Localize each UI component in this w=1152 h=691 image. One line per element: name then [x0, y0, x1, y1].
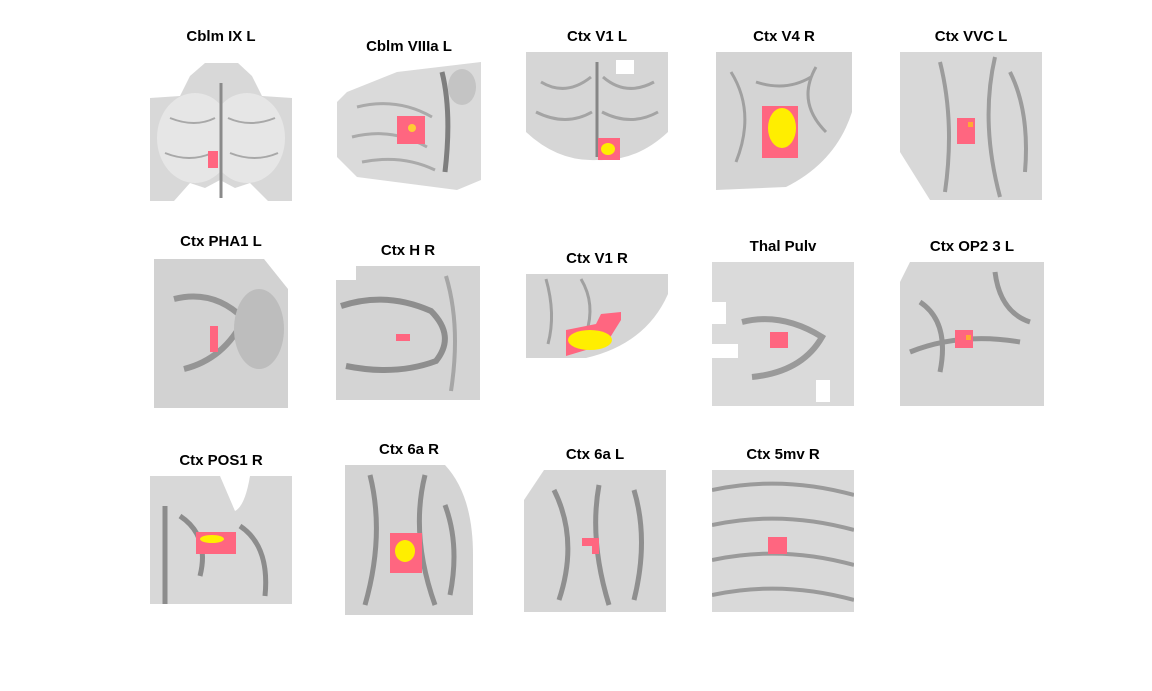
panel-title: Ctx POS1 R — [179, 452, 263, 469]
panel-title: Ctx H R — [380, 242, 436, 259]
brain-slice-image — [712, 470, 854, 612]
brain-slice-image — [526, 274, 668, 360]
panel-ctx-v4-r: Ctx V4 R — [716, 28, 852, 192]
panel-title: Thal Pulv — [749, 238, 817, 255]
activation-blob — [957, 118, 975, 144]
panel-thal-pulv: Thal Pulv — [712, 238, 854, 406]
brain-slice-image — [154, 259, 288, 408]
panel-title: Ctx OP2 3 L — [929, 238, 1015, 255]
brain-slice-image — [150, 58, 292, 201]
brain-slice-image — [524, 470, 666, 612]
panel-ctx-v1-r: Ctx V1 R — [526, 250, 668, 360]
brain-slice-image — [345, 465, 473, 615]
panel-title: Ctx 6a R — [378, 441, 440, 458]
panel-ctx-6a-l: Ctx 6a L — [524, 446, 666, 612]
panel-title: Ctx 5mv R — [746, 446, 820, 463]
panel-ctx-pos1-r: Ctx POS1 R — [150, 452, 292, 604]
activation-blob — [770, 332, 788, 348]
panel-title: Ctx PHA1 L — [180, 233, 262, 250]
activation-blob — [768, 537, 787, 554]
panel-ctx-5mv-r: Ctx 5mv R — [712, 446, 854, 612]
panel-ctx-vvc-l: Ctx VVC L — [900, 28, 1042, 202]
panel-ctx-h-r: Ctx H R — [336, 242, 480, 400]
panel-cblm-viiia-l: Cblm VIIIa L — [337, 38, 481, 190]
panel-title: Cblm VIIIa L — [366, 38, 452, 55]
panel-cblm-ix-l: Cblm IX L — [150, 28, 292, 202]
activation-blob — [208, 151, 218, 168]
brain-slice-image — [150, 476, 292, 604]
brain-slice-image — [712, 262, 854, 406]
brain-slice-image — [716, 52, 852, 192]
panel-ctx-pha1-l: Ctx PHA1 L — [154, 233, 288, 408]
brain-slice-image — [900, 52, 1042, 200]
panel-title: Ctx V4 R — [753, 28, 815, 45]
activation-blob — [955, 330, 973, 348]
brain-slice-image — [337, 62, 481, 190]
panel-ctx-v1-l: Ctx V1 L — [526, 28, 668, 164]
activation-blob — [582, 538, 599, 554]
activation-blob — [210, 326, 218, 352]
panel-title: Ctx 6a L — [565, 446, 625, 463]
brain-slice-image — [526, 52, 668, 164]
panel-title: Ctx V1 L — [566, 28, 627, 45]
panel-ctx-op2-3-l: Ctx OP2 3 L — [900, 238, 1044, 406]
panel-title: Ctx VVC L — [934, 28, 1008, 45]
brain-slice-image — [900, 262, 1044, 406]
brain-slice-image — [336, 266, 480, 400]
panel-title: Cblm IX L — [186, 28, 256, 45]
panel-title: Ctx V1 R — [566, 250, 628, 267]
panel-ctx-6a-r: Ctx 6a R — [345, 441, 473, 616]
activation-blob — [396, 334, 410, 341]
